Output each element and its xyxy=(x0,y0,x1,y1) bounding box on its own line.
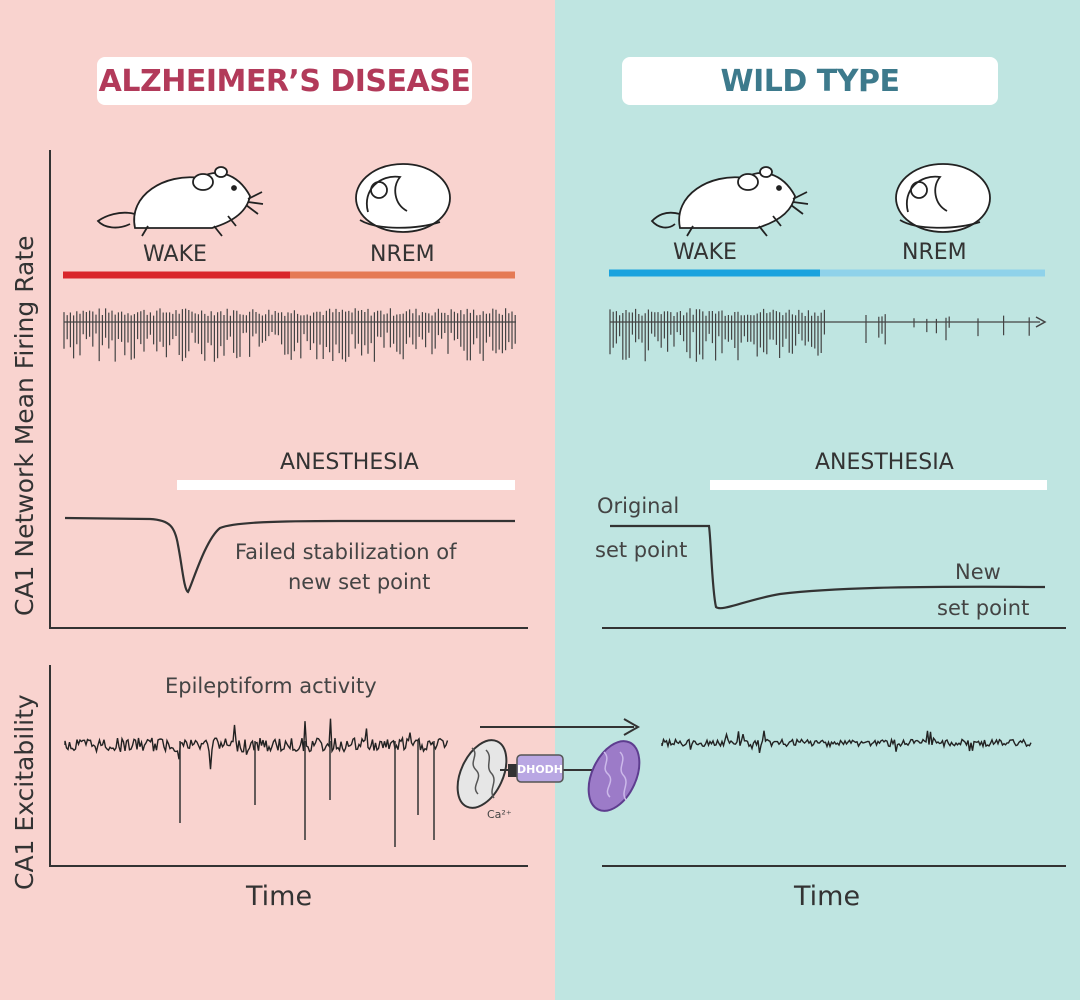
alzheimers-title: ALZHEIMER’S DISEASE xyxy=(97,57,472,105)
ad-nrem-label: NREM xyxy=(370,242,435,267)
wt-anesthesia-label: ANESTHESIA xyxy=(815,450,954,475)
wt-panel-bg xyxy=(555,0,1080,1000)
mitochondrion-icon xyxy=(456,739,508,809)
wt-wake-label: WAKE xyxy=(673,240,737,265)
failed-stabilization-label-line1: Failed stabilization of xyxy=(235,540,457,564)
wt-nrem-label: NREM xyxy=(902,240,967,265)
wt-wake-mouse-icon xyxy=(650,166,809,237)
wild-type-title: WILD TYPE xyxy=(622,57,998,105)
new-set-point-label-line1: New xyxy=(955,560,1001,584)
arrow-icon xyxy=(480,718,641,736)
dhodh-block xyxy=(508,764,517,777)
calcium-label: Ca²⁺ xyxy=(487,808,512,821)
ad-firing-rate-curve xyxy=(64,516,515,594)
dhodh-enzyme-icon xyxy=(516,754,564,783)
ad-time-axis-label: Time xyxy=(246,881,313,912)
wt-spike-trace-arrowhead xyxy=(1035,316,1047,328)
ad-top-axis xyxy=(49,150,528,629)
inhibited-mitochondrion-icon xyxy=(587,740,641,812)
original-set-point-label-line1: Original xyxy=(597,494,680,518)
ad-bottom-axis xyxy=(49,665,528,867)
ad-spike-trace xyxy=(63,308,516,362)
ad-wake-mouse-icon xyxy=(96,166,264,237)
dhodh-label: DHODH xyxy=(517,763,563,776)
wt-spike-trace xyxy=(609,308,1040,362)
wt-excitability-trace xyxy=(661,730,1032,754)
new-set-point-label-line2: set point xyxy=(937,596,1030,620)
ad-panel-bg xyxy=(0,0,555,1000)
wt-nrem-mouse-icon xyxy=(895,163,991,233)
wt-time-axis-label: Time xyxy=(794,881,861,912)
excitability-axis-label: CA1 Excitability xyxy=(10,694,39,890)
ad-excitability-trace xyxy=(64,718,449,847)
ad-nrem-mouse-icon xyxy=(355,163,451,233)
wt-firing-rate-curve xyxy=(610,524,1046,610)
original-set-point-label-line2: set point xyxy=(595,538,688,562)
epileptiform-activity-label: Epileptiform activity xyxy=(165,674,377,698)
firing-rate-axis-label: CA1 Network Mean Firing Rate xyxy=(10,235,39,616)
failed-stabilization-label-line2: new set point xyxy=(288,570,431,594)
ad-wake-label: WAKE xyxy=(143,242,207,267)
ad-anesthesia-label: ANESTHESIA xyxy=(280,450,419,475)
